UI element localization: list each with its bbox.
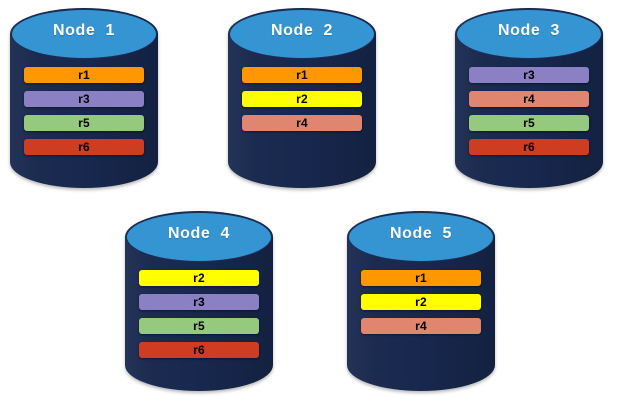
replica-bar[interactable]: r3: [139, 294, 259, 310]
node-title: Node 4: [168, 225, 230, 242]
replica-bar[interactable]: r6: [24, 139, 144, 155]
replica-bar[interactable]: r3: [469, 67, 589, 83]
database-node-cylinder[interactable]: Node 5 r1 r2 r4: [347, 211, 495, 391]
replica-bar[interactable]: r2: [361, 294, 481, 310]
replica-bar[interactable]: r2: [242, 91, 362, 107]
replica-list: r3 r4 r5 r6: [469, 67, 589, 155]
replica-bar[interactable]: r5: [469, 115, 589, 131]
replica-label: r2: [415, 295, 427, 309]
replica-bar[interactable]: r3: [24, 91, 144, 107]
replica-label: r2: [193, 271, 205, 285]
node-title: Node 2: [271, 22, 333, 39]
replica-list: r2 r3 r5 r6: [139, 270, 259, 358]
replica-label: r1: [296, 68, 308, 82]
replica-label: r6: [523, 140, 535, 154]
cylinder-top-ellipse: [348, 212, 494, 262]
replica-list: r1 r3 r5 r6: [24, 67, 144, 155]
node-title: Node 5: [390, 225, 452, 242]
replica-bar[interactable]: r4: [469, 91, 589, 107]
replica-label: r2: [296, 92, 308, 106]
replica-bar[interactable]: r4: [361, 318, 481, 334]
database-node-cylinder[interactable]: Node 2 r1 r2 r4: [228, 8, 376, 188]
replica-bar[interactable]: r1: [24, 67, 144, 83]
replica-list: r1 r2 r4: [242, 67, 362, 131]
replica-label: r6: [193, 343, 205, 357]
node-title: Node 1: [53, 22, 115, 39]
replica-label: r5: [78, 116, 90, 130]
replica-bar[interactable]: r2: [139, 270, 259, 286]
replica-label: r4: [523, 92, 535, 106]
replica-bar[interactable]: r1: [242, 67, 362, 83]
replica-label: r1: [415, 271, 427, 285]
replica-label: r3: [78, 92, 90, 106]
replica-bar[interactable]: r4: [242, 115, 362, 131]
replica-label: r6: [78, 140, 90, 154]
database-node-cylinder[interactable]: Node 4 r2 r3 r5 r6: [125, 211, 273, 391]
cylinder-top-ellipse: [456, 9, 602, 59]
replica-label: r4: [415, 319, 427, 333]
replica-bar[interactable]: r6: [139, 342, 259, 358]
replica-label: r5: [523, 116, 535, 130]
cylinder-top-ellipse: [126, 212, 272, 262]
cylinder-top-ellipse: [11, 9, 157, 59]
replica-label: r1: [78, 68, 90, 82]
replica-bar[interactable]: r1: [361, 270, 481, 286]
replica-list: r1 r2 r4: [361, 270, 481, 334]
cylinder-top-ellipse: [229, 9, 375, 59]
replica-label: r4: [296, 116, 308, 130]
replica-label: r3: [193, 295, 205, 309]
replica-label: r3: [523, 68, 535, 82]
database-node-cylinder[interactable]: Node 1 r1 r3 r5 r6: [10, 8, 158, 188]
replica-bar[interactable]: r6: [469, 139, 589, 155]
replica-label: r5: [193, 319, 205, 333]
node-title: Node 3: [498, 22, 560, 39]
replica-bar[interactable]: r5: [24, 115, 144, 131]
replica-bar[interactable]: r5: [139, 318, 259, 334]
database-node-cylinder[interactable]: Node 3 r3 r4 r5 r6: [455, 8, 603, 188]
